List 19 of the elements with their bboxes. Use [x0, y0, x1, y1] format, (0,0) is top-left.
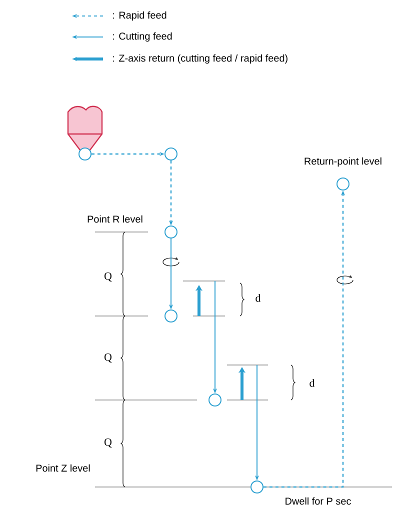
dimension-label: d	[256, 294, 261, 302]
level-label: Return-point level	[304, 157, 382, 167]
position-circle	[164, 310, 178, 322]
position-circle	[164, 148, 178, 160]
position-circle	[336, 178, 350, 190]
dimension-label: Q	[104, 354, 112, 363]
level-label: Point Z level	[36, 464, 90, 472]
legend-text: : Z-axis return (cutting feed / rapid feed)	[113, 54, 288, 64]
legend-text: : Rapid feed	[113, 11, 166, 21]
level-label: Dwell for P sec	[286, 497, 351, 505]
dimension-label: d	[310, 379, 315, 387]
dimension-label: Q	[104, 272, 112, 282]
dimension-label: Q	[104, 438, 112, 448]
position-circle	[208, 394, 222, 406]
position-circle	[78, 148, 92, 160]
position-circle	[250, 480, 264, 494]
level-label: Point R level	[88, 215, 142, 223]
position-circle	[164, 226, 178, 238]
legend-text: : Cutting feed	[113, 32, 172, 42]
